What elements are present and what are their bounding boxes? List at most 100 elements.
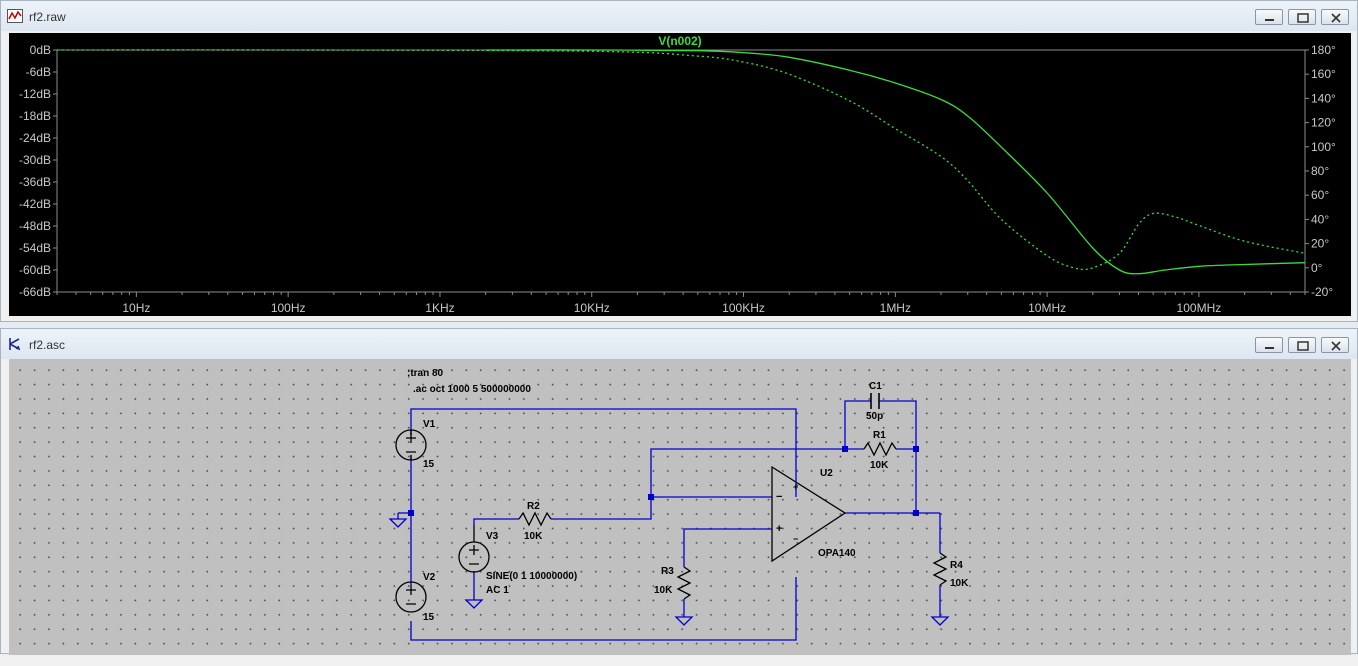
minimize-button[interactable] [1255,9,1283,25]
y-left-tick-label: -42dB [19,197,51,211]
r4-name: R4 [950,560,963,571]
capacitor-c1[interactable]: C1 50p [866,381,883,422]
plot-canvas[interactable]: 0dB -6dB -12dB -18dB -24dB -30dB -36dB -42dB -48… [9,33,1351,316]
schematic-window-titlebar[interactable]: rf2.asc [1,329,1357,359]
wires [398,400,941,641]
minimize-icon [1265,347,1274,349]
y-right-tick-label: 40° [1311,212,1329,226]
plot-frame [56,49,1306,293]
maximize-button[interactable] [1288,9,1316,25]
r2-name: R2 [527,501,540,512]
r1-value: 10K [870,460,889,471]
circuit-schematic: ;tran 80 .ac oct 1000 5 500000000 [388,368,969,641]
y-left-tick-label: -18dB [19,109,51,123]
y-right-tick-label: 0° [1311,261,1323,275]
v3-value-line1: SINE(0 1 10000000) [486,571,577,582]
trace-label[interactable]: V(n002) [658,34,701,48]
y-right-tick-label: -20° [1311,285,1333,299]
opamp-supply-minus: − [793,534,798,544]
phase-trace [56,49,1306,271]
plot-window: rf2.raw 0dB -6dB -12dB -18dB -24dB -30dB -36dB… [0,0,1358,322]
ground-symbol[interactable] [930,616,950,626]
plot-window-titlebar[interactable]: rf2.raw [1,1,1357,31]
r4-value: 10K [950,578,969,589]
x-tick-label: 100Hz [271,301,306,315]
resistor-r2[interactable]: R2 10K [518,501,552,542]
restore-icon [1297,13,1309,23]
bode-plot: 0dB -6dB -12dB -18dB -24dB -30dB -36dB -42dB -48… [19,34,1336,315]
y-left-tick-label: -30dB [19,153,51,167]
status-strip [0,655,1358,666]
restore-icon [1297,341,1309,351]
magnitude-trace [485,49,1306,275]
opamp-u2[interactable]: − + + − U2 OPA140 [771,465,856,563]
schematic-window-title: rf2.asc [29,338,66,352]
y-right-tick-label: 140° [1311,91,1336,105]
spice-directive-tran[interactable]: ;tran 80 [407,368,444,379]
x-tick-label: 100MHz [1177,301,1222,315]
close-icon [1331,341,1341,351]
v1-value: 15 [423,459,435,470]
u2-name: U2 [820,468,833,479]
close-button[interactable] [1321,337,1349,353]
schematic-canvas[interactable]: ;tran 80 .ac oct 1000 5 500000000 [9,359,1351,655]
y-left-tick-label: -66dB [19,285,51,299]
r2-value: 10K [524,531,543,542]
c1-value: 50p [866,411,883,422]
x-tick-label: 1KHz [425,301,454,315]
resistor-r4[interactable]: R4 10K [932,552,969,589]
y-right-tick-label: 80° [1311,164,1329,178]
close-icon [1331,13,1341,23]
v3-value-line2: AC 1 [486,585,509,596]
y-left-tick-label: 0dB [30,43,51,57]
y-right-tick-label: 20° [1311,237,1329,251]
resistor-r1[interactable]: R1 10K [863,430,897,471]
schematic-icon [9,338,21,351]
y-left-tick-label: -36dB [19,175,51,189]
opamp-inverting-pin: − [776,491,782,503]
voltage-source-v2[interactable]: V2 15 [395,572,436,623]
y-right-tick-label: 160° [1311,67,1336,81]
close-button[interactable] [1321,9,1349,25]
c1-name: C1 [869,381,882,392]
resistor-r3[interactable]: R3 10K [654,566,692,600]
voltage-source-v1[interactable]: V1 15 [395,419,436,470]
ground-symbol[interactable] [388,513,408,528]
voltage-source-v3[interactable]: V3 SINE(0 1 10000000) AC 1 [458,525,577,596]
y-left-tick-label: -48dB [19,219,51,233]
x-tick-label: 1MHz [880,301,911,315]
y-right-tick-label: 180° [1311,43,1336,57]
minimize-button[interactable] [1255,337,1283,353]
minimize-icon [1265,19,1274,21]
y-left-tick-label: -6dB [26,65,51,79]
u2-value: OPA140 [818,548,856,559]
v3-name: V3 [486,531,499,542]
v2-value: 15 [423,612,435,623]
spice-directive-ac[interactable]: .ac oct 1000 5 500000000 [413,384,531,395]
y-right-tick-label: 60° [1311,188,1329,202]
y-left-tick-label: -60dB [19,263,51,277]
x-tick-label: 10KHz [574,301,610,315]
waveform-icon [7,9,23,23]
plot-window-title: rf2.raw [29,10,66,24]
x-tick-label: 100KHz [722,301,765,315]
x-tick-label: 10MHz [1028,301,1066,315]
r3-value: 10K [654,585,673,596]
y-right-tick-label: 120° [1311,116,1336,130]
y-left-tick-label: -24dB [19,131,51,145]
maximize-button[interactable] [1288,337,1316,353]
opamp-noninverting-pin: + [776,523,782,535]
v2-name: V2 [423,572,436,583]
x-tick-label: 10Hz [122,301,150,315]
r3-name: R3 [661,566,674,577]
ground-symbol[interactable] [674,616,694,626]
v1-name: V1 [423,419,436,430]
y-left-tick-label: -54dB [19,241,51,255]
opamp-supply-plus: + [793,482,798,492]
y-left-tick-label: -12dB [19,87,51,101]
junction-dots [408,446,919,516]
y-right-tick-label: 100° [1311,140,1336,154]
ground-symbol[interactable] [464,599,484,609]
schematic-window: rf2.asc ;tran 80 .ac oct 1000 5 50000000… [0,328,1358,655]
r1-name: R1 [873,430,886,441]
